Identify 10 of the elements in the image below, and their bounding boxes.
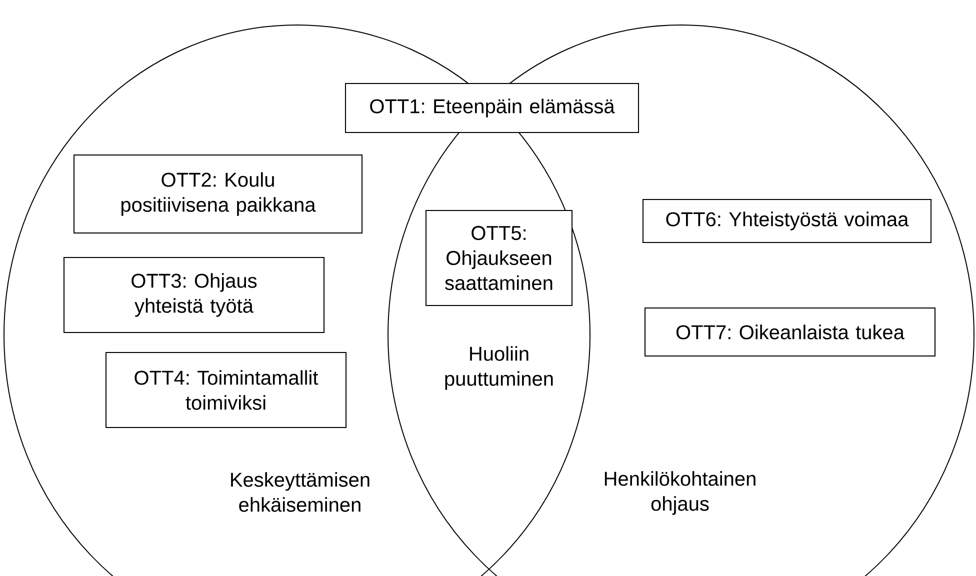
circle-label: Keskeyttämisen ehkäiseminen	[231, 472, 370, 512]
circle-label: Henkilökohtainen ohjaus	[604, 471, 756, 515]
text-box: OTT5: Ohjaukseen saattaminen	[426, 210, 572, 306]
text-box: OTT7: Oikeanlaista tukea	[644, 308, 936, 356]
text-box: OTT3: Ohjaus yhteistä työtä	[64, 257, 324, 333]
region-label: Huoliin puuttuminen	[445, 346, 553, 390]
text-box: OTT2: Koulu positiivisena paikkana	[74, 154, 362, 234]
text-box: OTT1: Eteenpäin elämässä	[345, 83, 639, 133]
text-box: OTT6: Yhteistyöstä voimaa	[642, 199, 932, 243]
text-box: OTT4: Toimintamallit toimiviksi	[106, 352, 346, 428]
